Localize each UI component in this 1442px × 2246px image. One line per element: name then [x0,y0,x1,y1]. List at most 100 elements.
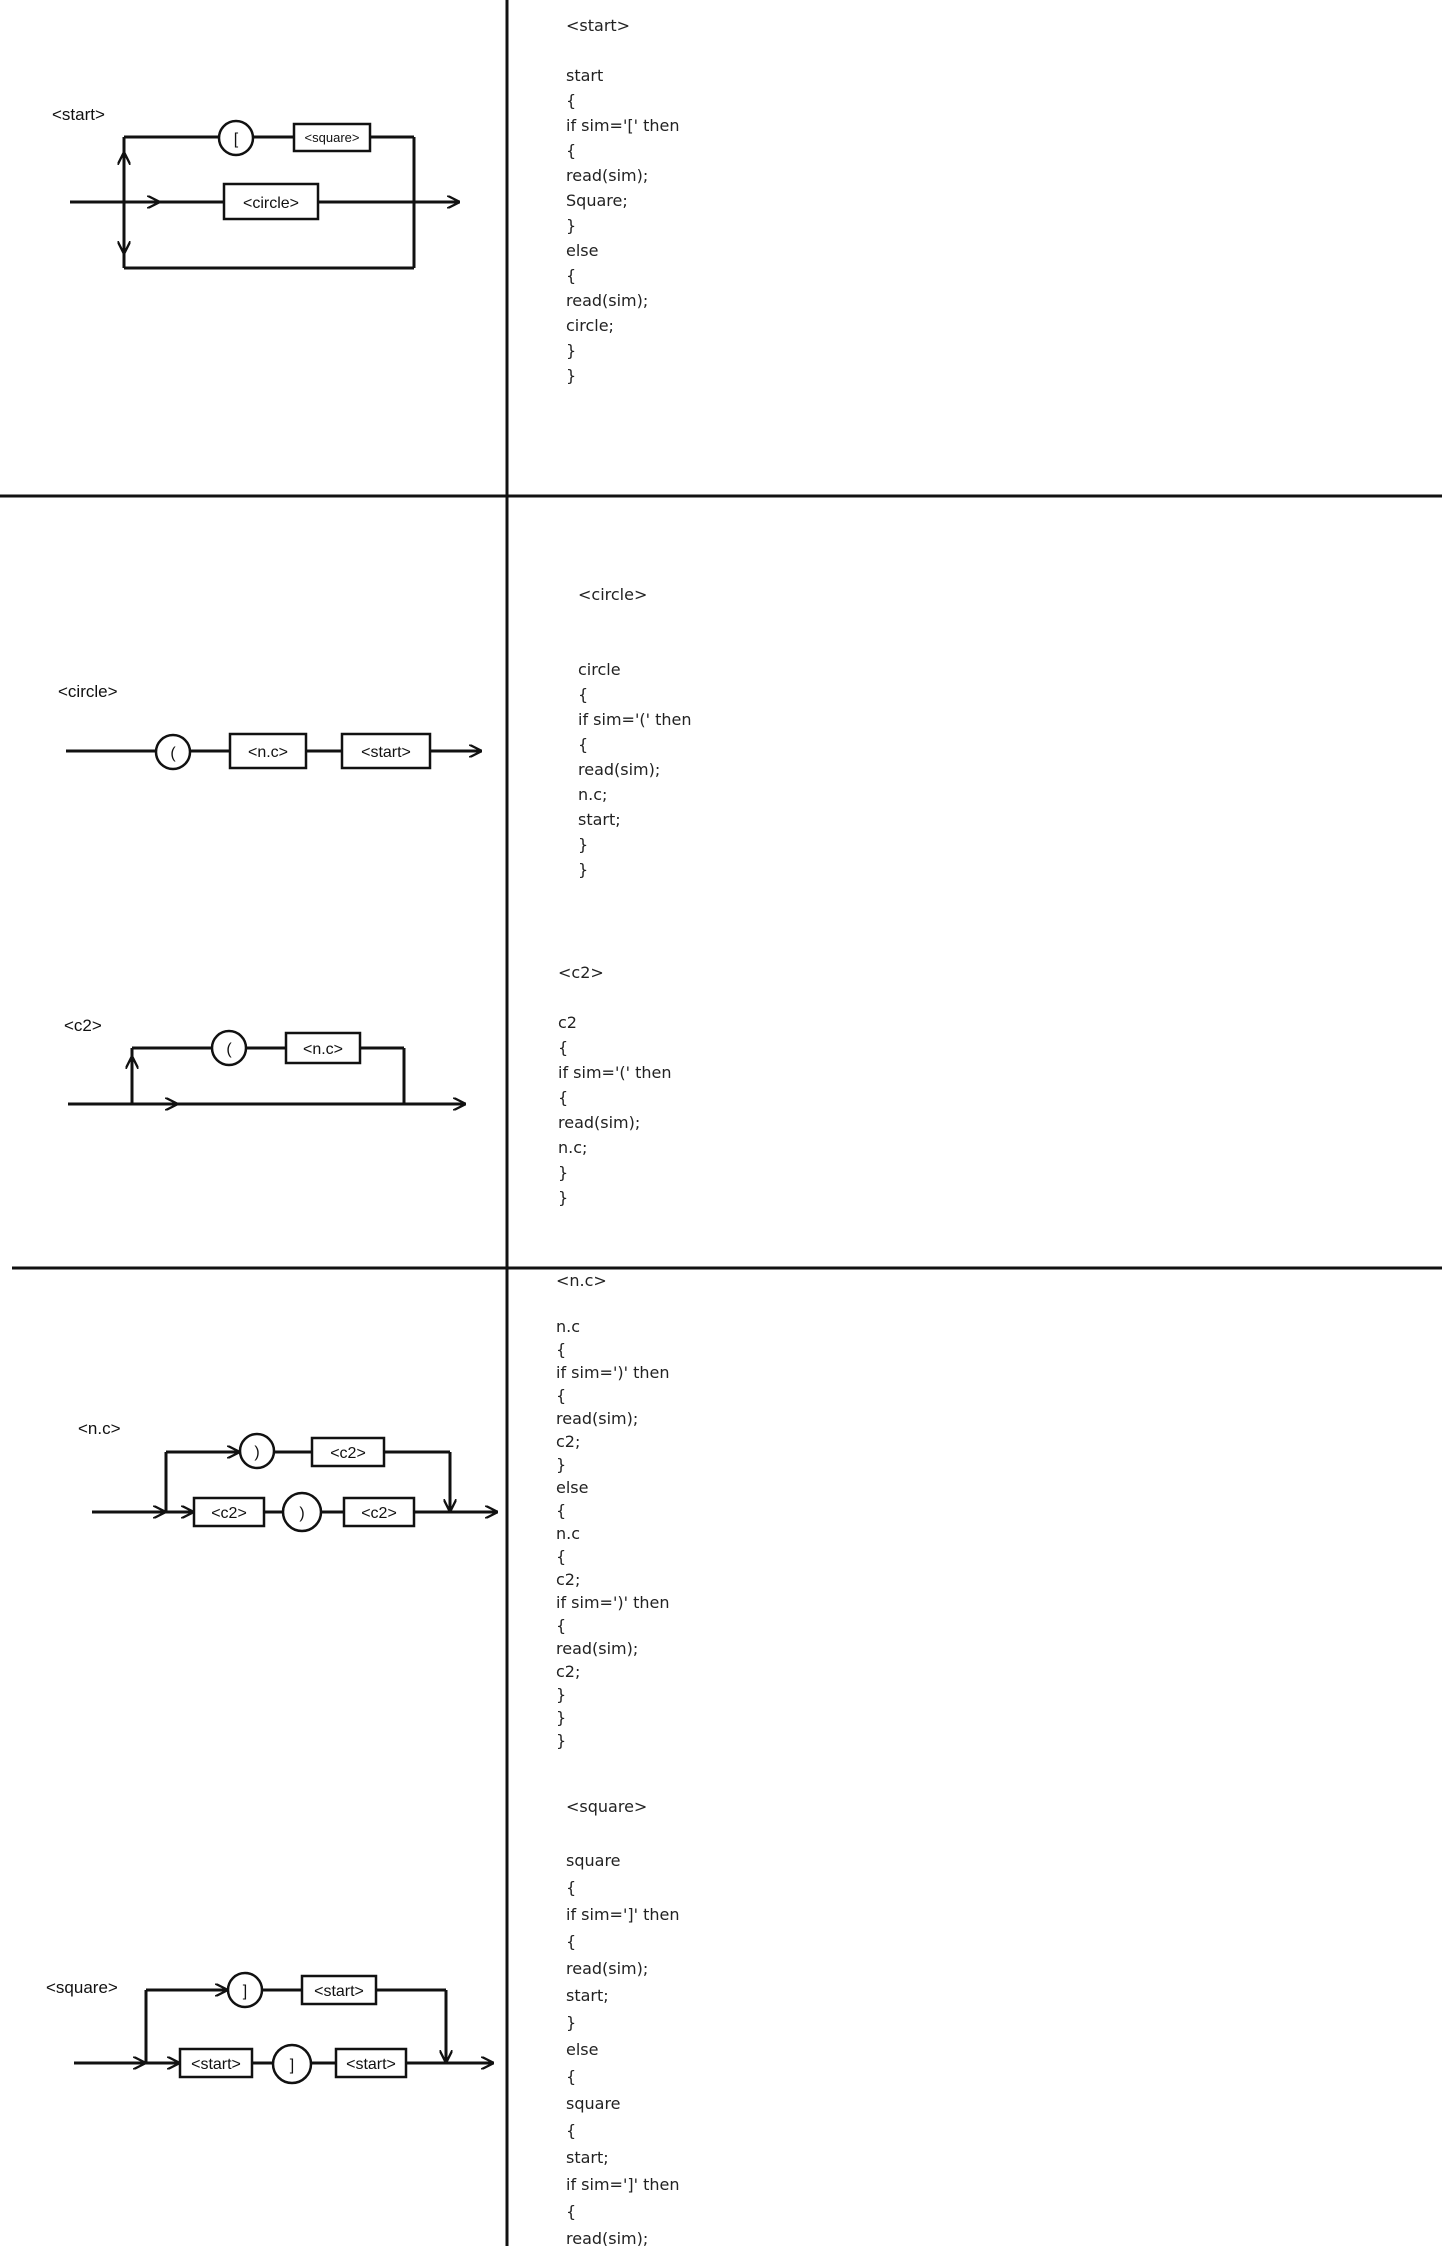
code-block-circle: <circle>circle{ if sim='(' then { read(s… [578,585,691,879]
start-diagram: <start> [ <square> <circle> [52,105,460,270]
code-line: { [556,1501,566,1520]
nc-c2-box-left-text: <c2> [211,1505,247,1522]
code-line: { [556,1547,566,1566]
code-line: square [566,1851,621,1870]
code-line: <c2> [558,963,604,982]
square-start-box-right-text: <start> [346,2056,396,2073]
nc-diagram-label: <n.c> [78,1419,121,1438]
code-line: n.c; [558,1138,587,1157]
code-line: if sim=']' then [566,1905,679,1924]
circle-diagram-label: <circle> [58,682,118,701]
code-block-square: <square> square { if sim=']' then { read(s… [566,1797,679,2246]
code-line: start; [566,1986,609,2005]
code-line: } [558,1163,568,1182]
code-line: circle [578,660,621,679]
square-start-box-left [178,2047,254,2079]
nc-c2-box-right [342,1496,416,1528]
code-line: { [558,1038,568,1057]
nc-terminal-mid-text: ) [299,1505,304,1522]
c2-nc-box [284,1031,362,1065]
code-line: c2 [558,1013,577,1032]
square-terminal-top [226,1971,264,2009]
code-line: } [566,2013,576,2032]
code-line: { [566,2121,576,2140]
code-line: else [566,241,598,260]
code-line: c2; [556,1570,580,1589]
start-square-box-text: <square> [305,130,360,145]
circle-start-box [340,732,432,770]
code-line: } [578,835,588,854]
square-terminal-mid [271,2043,313,2085]
start-circle-box [222,182,320,221]
c2-diagram-label: <c2> [64,1016,102,1035]
code-line: n.c [556,1524,580,1543]
circle-nc-box-text: <n.c> [248,744,288,761]
code-line: { [556,1616,566,1635]
code-line: if sim='[' then [566,116,679,135]
c2-terminal-text: ( [226,1041,232,1058]
code-line: read(sim); [558,1113,640,1132]
code-line: <square> [566,1797,647,1816]
c2-terminal-paren [210,1029,248,1067]
start-terminal-bracket [217,119,255,157]
code-line: { [556,1340,566,1359]
code-line: { [556,1386,566,1405]
square-terminal-mid-text: ] [290,2057,294,2074]
start-square-box [292,122,372,153]
start-diagram-label: <start> [52,105,105,124]
circle-terminal-text: ( [170,745,176,762]
square-start-box-top-text: <start> [314,1983,364,2000]
circle-start-box-text: <start> [361,744,411,761]
code-line: c2; [556,1432,580,1451]
circle-terminal-paren [154,733,192,771]
nc-c2-box-left [192,1496,266,1528]
code-line: start; [578,810,621,829]
code-line: } [578,860,588,879]
code-line: { [578,685,588,704]
circle-nc-box [228,732,308,770]
code-line: { [558,1088,568,1107]
code-line: <circle> [578,585,647,604]
code-line: start [566,66,603,85]
code-line: { [566,1878,576,1897]
code-block-nc: <n.c> n.c { if sim=')' then { read(sim); c… [556,1271,669,1750]
code-line: read(sim); [578,760,660,779]
code-line: if sim=')' then [556,1363,669,1382]
code-line: circle; [566,316,614,335]
code-line: else [566,2040,598,2059]
code-line: start; [566,2148,609,2167]
code-line: read(sim); [556,1639,638,1658]
code-line: } [556,1455,566,1474]
code-line: if sim=']' then [566,2175,679,2194]
square-start-box-top [300,1974,378,2006]
code-line: { [566,141,576,160]
code-line: <n.c> [556,1271,607,1290]
code-line: c2; [556,1662,580,1681]
code-line: read(sim); [566,2229,648,2246]
code-line: } [558,1188,568,1207]
code-line: read(sim); [566,166,648,185]
start-circle-box-text: <circle> [243,195,299,212]
code-line: } [556,1731,566,1750]
code-line: if sim=')' then [556,1593,669,1612]
c2-diagram: <c2> ( <n.c> [64,1016,466,1104]
square-diagram-label: <square> [46,1978,118,1997]
code-line: <start> [566,16,630,35]
code-line: square [566,2094,621,2113]
code-line: { [578,735,588,754]
code-line: Square; [566,191,628,210]
nc-diagram: <n.c> ) <c2> <c2> ) <c2> [78,1419,498,1533]
code-block-c2: <c2>c2{ if sim='(' then { read(sim); n.c… [558,963,671,1207]
code-line: { [566,266,576,285]
nc-c2-box-top [310,1436,386,1468]
code-line: } [556,1708,566,1727]
square-terminal-top-text: ] [243,1983,247,2000]
code-line: } [566,341,576,360]
code-line: else [556,1478,588,1497]
circle-diagram: <circle> ( <n.c> <start> [58,682,482,771]
code-line: { [566,2067,576,2086]
code-line: } [566,216,576,235]
code-line: { [566,2202,576,2221]
code-line: } [566,366,576,385]
